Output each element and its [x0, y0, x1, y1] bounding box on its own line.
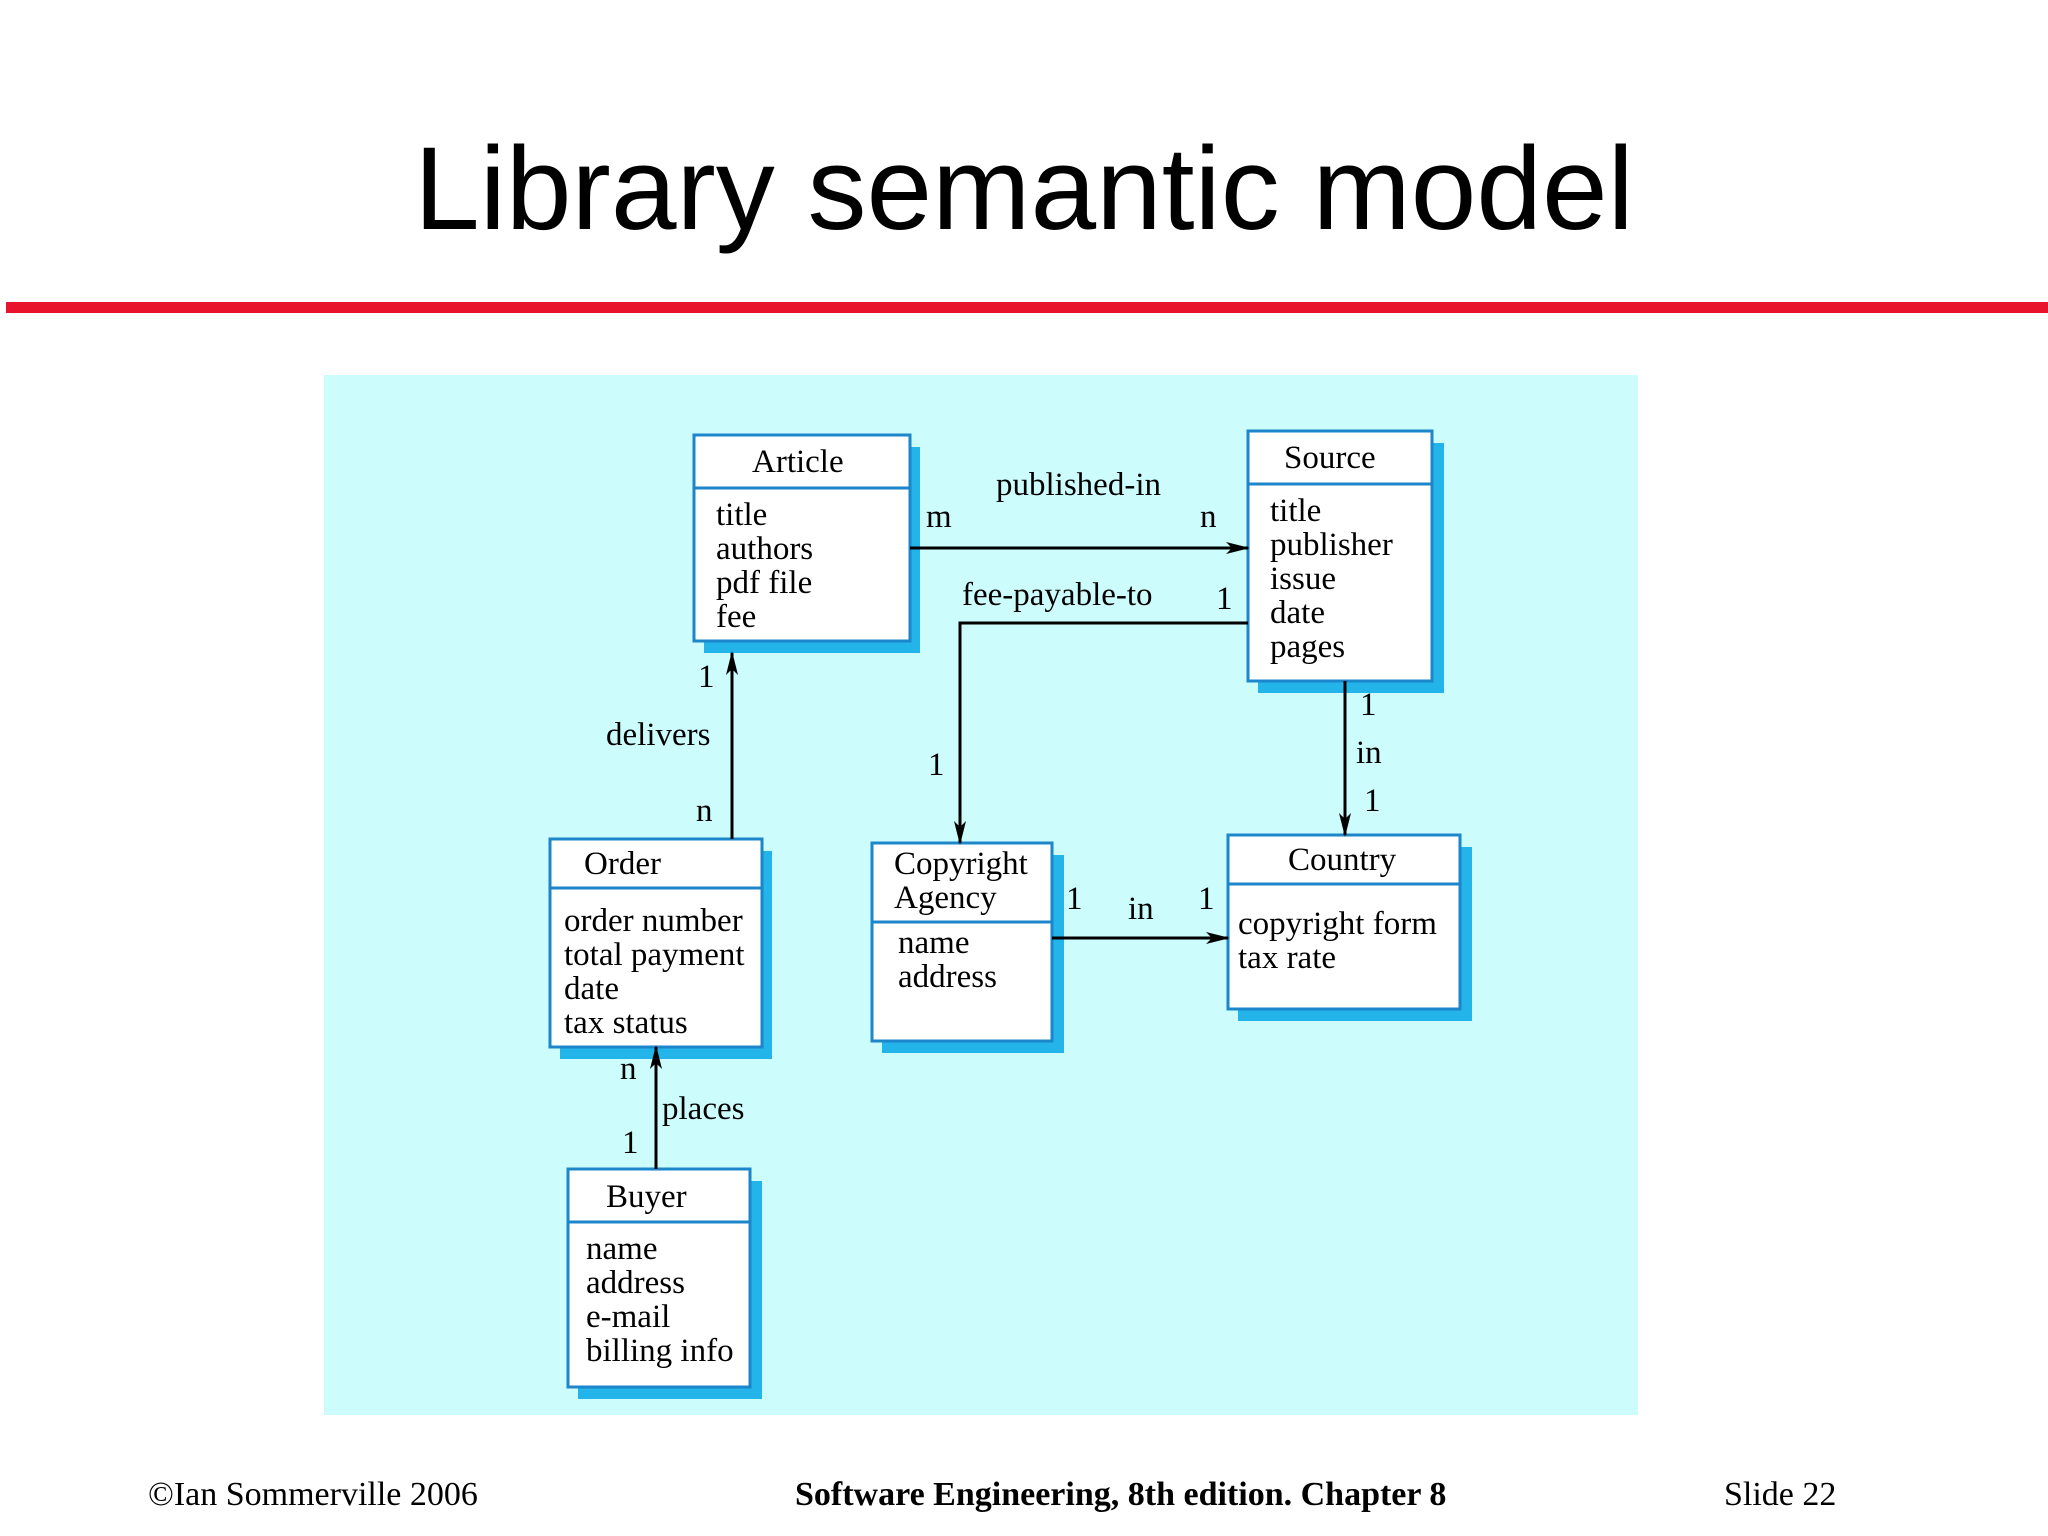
relation-delivers: delivers n 1	[606, 651, 738, 839]
class-article: Article title authors pdf file fee	[692, 433, 920, 653]
class-article-box	[692, 433, 912, 643]
class-order-attr: tax status	[564, 1005, 688, 1041]
relation-published-in-from-mult: m	[926, 499, 952, 535]
relation-source-in-country: in 1 1	[1339, 681, 1382, 837]
class-country: Country copyright form tax rate	[1226, 833, 1472, 1021]
relation-delivers-to-mult: 1	[698, 659, 715, 695]
class-copyright-agency: Copyright Agency name address	[870, 841, 1064, 1053]
class-source-attr: title	[1270, 493, 1321, 529]
class-order-attr: date	[564, 971, 619, 1007]
class-copyright-agency-name: Copyright	[894, 846, 1028, 882]
class-copyright-agency-name: Agency	[894, 880, 997, 916]
slide-title: Library semantic model	[414, 123, 1634, 255]
class-buyer-attr: e-mail	[586, 1299, 670, 1335]
relation-source-in-country-label: in	[1356, 735, 1382, 771]
class-country-box	[1226, 833, 1462, 1011]
relation-agency-in-country-label: in	[1128, 891, 1154, 927]
relation-fee-payable-to-arrow	[954, 621, 1248, 845]
relation-places-label: places	[662, 1091, 744, 1127]
class-copyright-agency-attr: address	[898, 959, 997, 995]
class-copyright-agency-box	[870, 841, 1054, 1043]
class-source-attr: pages	[1270, 629, 1345, 665]
class-buyer-attr: name	[586, 1231, 657, 1267]
footer-copyright: ©Ian Sommerville 2006	[148, 1476, 478, 1513]
class-buyer: Buyer name address e-mail billing info	[566, 1167, 762, 1399]
relation-published-in: published-in m n	[910, 467, 1250, 554]
relation-published-in-to-mult: n	[1200, 499, 1217, 535]
relation-fee-payable-to-label: fee-payable-to	[962, 577, 1153, 613]
relation-agency-in-country-from-mult: 1	[1066, 881, 1083, 917]
relation-published-in-label: published-in	[996, 467, 1161, 503]
class-source-attr: date	[1270, 595, 1325, 631]
footer-book-title: Software Engineering, 8th edition. Chapt…	[795, 1476, 1447, 1513]
class-source-box	[1246, 429, 1434, 683]
relation-fee-payable-to-to-mult: 1	[928, 747, 945, 783]
class-country-name: Country	[1288, 842, 1397, 878]
class-article-attr: pdf file	[716, 565, 812, 601]
relation-delivers-label: delivers	[606, 717, 710, 753]
class-source-attr: publisher	[1270, 527, 1393, 563]
class-order-name: Order	[584, 846, 661, 882]
relation-places-from-mult: 1	[622, 1125, 639, 1161]
class-order-attr: total payment	[564, 937, 745, 973]
relation-agency-in-country-to-mult: 1	[1198, 881, 1215, 917]
relation-source-in-country-to-mult: 1	[1364, 783, 1381, 819]
relation-places-to-mult: n	[620, 1051, 637, 1087]
class-article-name: Article	[752, 444, 844, 480]
class-order-attr: order number	[564, 903, 743, 939]
class-source: Source title publisher issue date pages	[1246, 429, 1444, 693]
class-country-attr: copyright form	[1238, 906, 1437, 942]
class-buyer-attr: address	[586, 1265, 685, 1301]
relation-source-in-country-from-mult: 1	[1360, 687, 1377, 723]
relation-fee-payable-to: fee-payable-to 1 1	[928, 577, 1248, 845]
class-order: Order order number total payment date ta…	[548, 837, 772, 1059]
class-country-attr: tax rate	[1238, 940, 1336, 976]
relation-places: places 1 n	[620, 1045, 744, 1169]
class-article-attr: fee	[716, 599, 756, 635]
class-buyer-attr: billing info	[586, 1333, 734, 1369]
title-divider	[6, 302, 2048, 313]
class-buyer-box	[566, 1167, 752, 1389]
relation-agency-in-country: in 1 1	[1052, 881, 1230, 944]
class-buyer-name: Buyer	[606, 1179, 687, 1215]
relation-fee-payable-to-from-mult: 1	[1216, 581, 1233, 617]
class-source-attr: issue	[1270, 561, 1336, 597]
class-article-attr: title	[716, 497, 767, 533]
class-source-name: Source	[1284, 440, 1376, 476]
class-article-attr: authors	[716, 531, 813, 567]
footer-slide-number: Slide 22	[1724, 1476, 1837, 1513]
relation-delivers-from-mult: n	[696, 793, 713, 829]
class-copyright-agency-attr: name	[898, 925, 969, 961]
